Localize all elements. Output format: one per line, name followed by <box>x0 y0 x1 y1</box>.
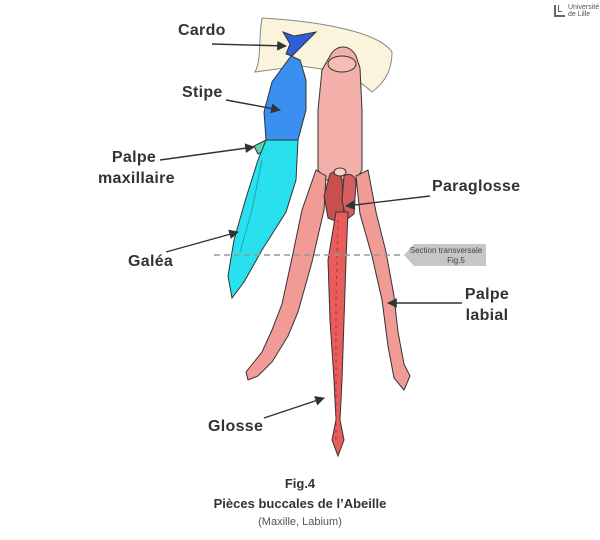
labial-palp-left <box>245 169 327 381</box>
logo-text: Université de Lille <box>568 4 600 18</box>
arrow-paraglosse <box>345 195 431 210</box>
arrow-galea <box>165 229 239 253</box>
figure-subtitle: (Maxille, Labium) <box>258 516 342 528</box>
figure-number: Fig.4 <box>284 476 316 491</box>
label-stipe: Stipe <box>182 84 223 101</box>
arrow-palpe-maxillaire <box>159 143 255 161</box>
section-tag-line1: Section transversale <box>410 246 483 255</box>
label-cardo: Cardo <box>178 22 226 39</box>
logo-icon <box>554 5 565 17</box>
galea <box>227 139 299 300</box>
section-tag-line2: Fig.5 <box>447 256 465 265</box>
glossa <box>327 211 349 458</box>
university-logo: Université de Lille <box>554 4 599 18</box>
section-tag[interactable]: Section transversale Fig.5 <box>404 244 486 266</box>
figure-title: Pièces buccales de l’Abeille <box>213 496 387 511</box>
cardo <box>281 31 318 57</box>
label-palpe-labial: Palpe labial <box>464 286 510 324</box>
label-galea: Galéa <box>128 253 174 270</box>
label-glosse: Glosse <box>208 418 264 435</box>
arrow-stipe <box>225 99 281 114</box>
arrow-glosse <box>263 396 325 419</box>
arrow-cardo <box>211 40 287 51</box>
label-paraglosse: Paraglosse <box>432 178 521 195</box>
labial-palp-right <box>355 169 411 391</box>
label-palpe-maxillaire: Palpe maxillaire <box>98 149 175 187</box>
